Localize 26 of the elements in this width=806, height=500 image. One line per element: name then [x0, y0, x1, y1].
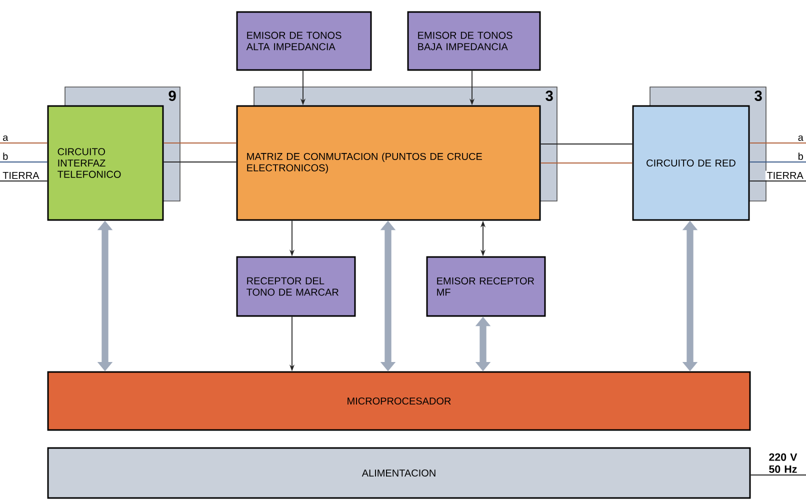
connector — [749, 180, 806, 182]
count-label: 3 — [546, 90, 553, 101]
connector — [0, 180, 48, 182]
edge-label: TIERRA — [2, 172, 40, 179]
connector — [540, 162, 633, 164]
process-box: EMISOR RECEPTOR MF — [426, 256, 546, 317]
process-box: EMISOR DE TONOS ALTA IMPEDANCIA — [236, 11, 372, 71]
processor-bar: MICROPROCESADOR — [47, 371, 751, 431]
circuit-box: CIRCUITO DE RED 3 — [632, 90, 762, 221]
edge-label: a — [798, 135, 804, 141]
connector — [0, 142, 48, 144]
count-label: 9 — [168, 90, 176, 101]
connector — [750, 474, 806, 476]
edge-label: a — [3, 135, 8, 141]
process-box: RECEPTOR DEL TONO DE MARCAR — [236, 256, 356, 317]
edge-label: b — [798, 152, 803, 160]
edge-label: TIERRA — [766, 172, 804, 179]
matrix-box: MATRIZ DE CONMUTACION (PUNTOS DE CRUCE ELECTRONICOS) 3 — [236, 90, 553, 221]
circuit-box: CIRCUITO INTERFAZ TELEFONICO 9 — [47, 90, 176, 221]
connector — [749, 142, 806, 144]
edge-label: b — [3, 152, 8, 160]
power-supply-bar: ALIMENTACION — [47, 447, 751, 499]
count-label: 3 — [754, 90, 762, 101]
process-box: EMISOR DE TONOS BAJA IMPEDANCIA — [407, 11, 541, 71]
connector — [163, 142, 237, 144]
edge-label: 220 V 50 Hz — [769, 453, 798, 473]
